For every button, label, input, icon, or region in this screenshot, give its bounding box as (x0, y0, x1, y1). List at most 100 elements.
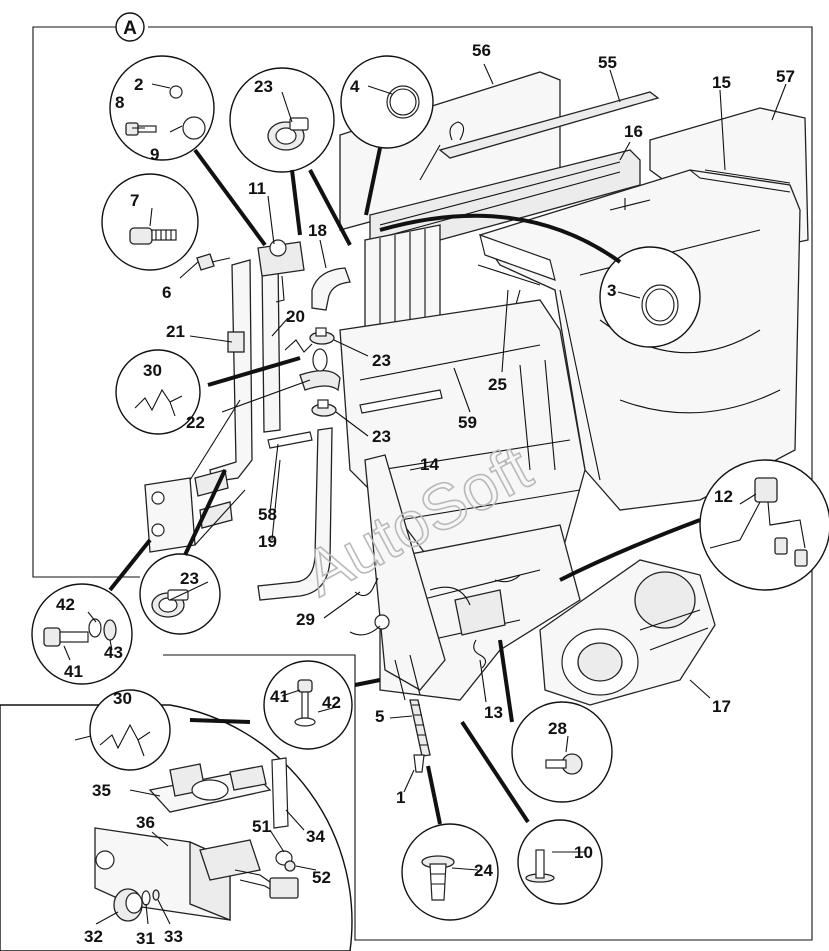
callout-4: 4 (350, 77, 360, 96)
callout-3: 3 (607, 281, 616, 300)
callout-32: 32 (84, 927, 103, 946)
callout-6: 6 (162, 283, 171, 302)
wire-29 (349, 577, 381, 636)
leader-lines (63, 63, 787, 925)
callout-42-left: 42 (56, 595, 75, 614)
o-ring-2 (169, 85, 183, 99)
pipe-20 (261, 257, 281, 433)
pipe-21 (209, 259, 253, 483)
cable-tip-1 (413, 754, 425, 773)
callout-13: 13 (484, 703, 503, 722)
callout-28: 28 (548, 719, 567, 738)
resistor-13 (454, 589, 506, 636)
screw-33 (152, 889, 160, 901)
bolt-41 (43, 627, 89, 647)
valve-block-11 (257, 241, 305, 277)
callout-51: 51 (252, 817, 271, 836)
seal-3 (641, 284, 679, 326)
callout-22: 22 (186, 413, 205, 432)
side-bracket (364, 454, 446, 691)
hose-22 (299, 370, 341, 392)
link-lines (108, 147, 701, 825)
valve-flange (144, 477, 196, 553)
callout-30-bottom: 30 (113, 689, 132, 708)
callout-59: 59 (458, 413, 477, 432)
callout-12: 12 (714, 487, 733, 506)
washer-31 (141, 890, 151, 906)
detail-circle-clip-30-b (89, 689, 171, 771)
screw-28 (545, 753, 583, 775)
callout-29: 29 (296, 610, 315, 629)
section-label-circle (115, 12, 145, 42)
hose-clamp-23-detail (267, 117, 309, 151)
screw-10 (525, 849, 555, 883)
callout-42-right: 42 (322, 693, 341, 712)
flap-25 (479, 234, 556, 281)
connector-12 (709, 477, 808, 567)
callout-20: 20 (286, 307, 305, 326)
callout-19: 19 (258, 532, 277, 551)
hose-clamp-23-b (311, 399, 337, 417)
washer-42 (88, 618, 102, 638)
detail-circle-screw-10 (517, 819, 603, 905)
callout-57: 57 (776, 67, 795, 86)
callout-23-top: 23 (254, 77, 273, 96)
callout-41-left: 41 (64, 662, 83, 681)
detail-circle-clip-30 (115, 349, 201, 435)
callout-34: 34 (306, 827, 325, 846)
callout-43: 43 (104, 643, 123, 662)
callout-15: 15 (712, 73, 731, 92)
control-cable-5 (409, 699, 431, 757)
callout-33: 33 (164, 927, 183, 946)
callout-24: 24 (474, 861, 493, 880)
callout-58: 58 (258, 505, 277, 524)
nut-52 (284, 860, 296, 872)
grommet-24 (421, 855, 455, 901)
knob-32 (113, 888, 143, 922)
callout-1: 1 (396, 788, 405, 807)
o-ring-9 (182, 116, 206, 140)
clip-30-main (284, 339, 313, 353)
callout-23-clamp: 23 (180, 569, 199, 588)
detail-circle-fasteners (109, 55, 215, 161)
callout-25: 25 (488, 375, 507, 394)
callout-31: 31 (136, 929, 155, 948)
clip-30 (134, 388, 183, 417)
nut-43 (103, 619, 117, 641)
section-label: A (123, 18, 137, 39)
callout-7: 7 (130, 191, 139, 210)
duct-slots-59 (359, 389, 443, 414)
bracket-34 (271, 757, 289, 829)
callout-14: 14 (420, 455, 439, 474)
callout-36: 36 (136, 813, 155, 832)
sensor-6 (196, 253, 215, 271)
callout-52: 52 (312, 868, 331, 887)
callout-35: 35 (92, 781, 111, 800)
hose-clamp-23-lower (151, 589, 189, 618)
callout-2: 2 (134, 75, 143, 94)
hose-clamp-23-a (309, 327, 335, 345)
callout-10: 10 (574, 843, 593, 862)
seal-4 (386, 85, 420, 119)
callout-8: 8 (115, 93, 124, 112)
callout-5: 5 (375, 707, 384, 726)
callout-21: 21 (166, 322, 185, 341)
callout-11: 11 (248, 179, 266, 198)
clip-30-b (99, 723, 151, 757)
callout-17: 17 (712, 697, 731, 716)
hose-18 (311, 267, 351, 311)
screw-8 (125, 122, 157, 136)
callout-55: 55 (598, 53, 617, 72)
detail-circle-grommet-24 (401, 823, 499, 921)
callout-23-mid: 23 (372, 351, 391, 370)
section-frame (32, 26, 813, 941)
control-lever-35 (148, 763, 272, 813)
detail-circle-screw-28 (511, 701, 613, 803)
callout-16: 16 (624, 122, 643, 141)
callout-56: 56 (472, 41, 491, 60)
hose-19 (257, 427, 333, 601)
bracket-rail-55 (438, 91, 660, 159)
callout-41-right: 41 (270, 687, 289, 706)
bolt-7 (129, 227, 177, 245)
callout-23-lower: 23 (372, 427, 391, 446)
